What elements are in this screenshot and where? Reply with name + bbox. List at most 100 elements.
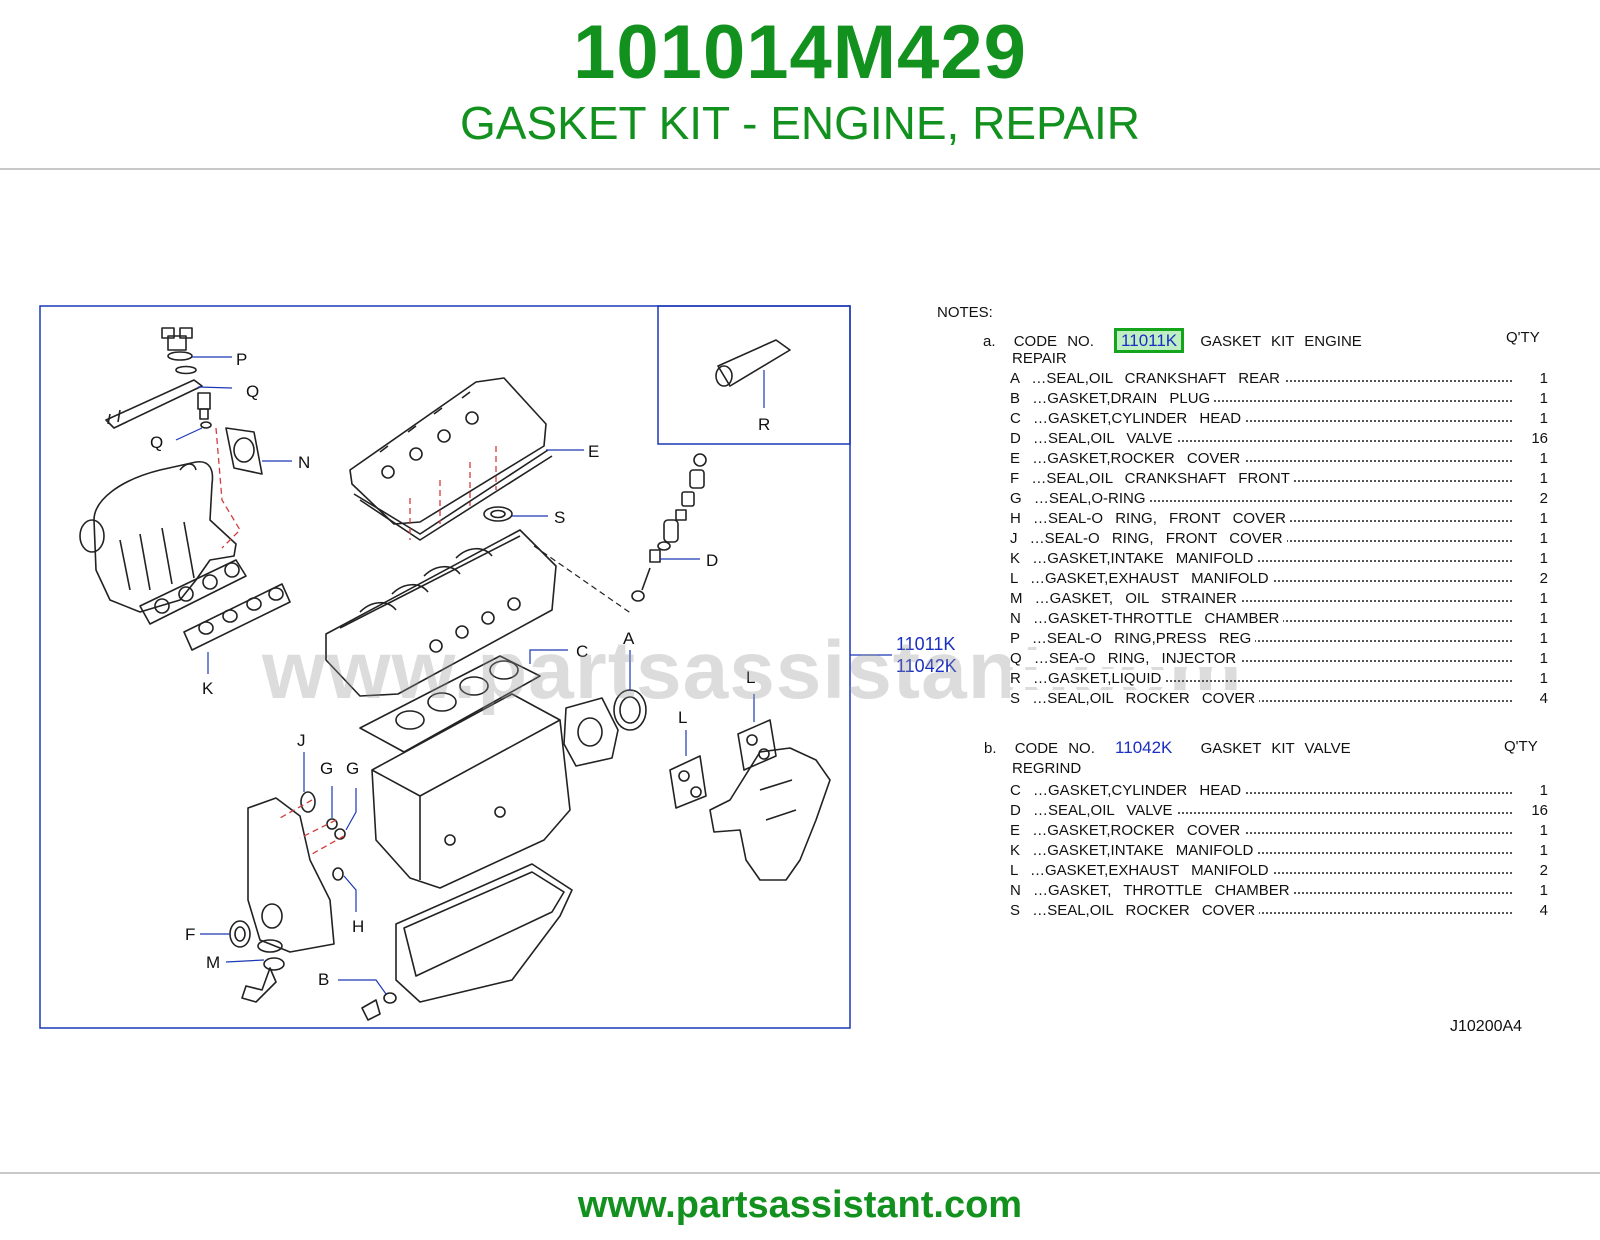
part-description: SEAL,OIL ROCKER COVER xyxy=(1047,690,1256,707)
part-letter: D xyxy=(1010,430,1021,447)
label-l-upper: L xyxy=(746,668,755,687)
part-description: GASKET,LIQUID xyxy=(1048,670,1162,687)
part-liquid-gasket-tube xyxy=(715,339,791,408)
leader-dots xyxy=(1010,600,1512,602)
part-separator: … xyxy=(1031,630,1047,647)
part-separator: … xyxy=(1032,842,1048,859)
part-letter: A xyxy=(1010,370,1020,387)
label-p: P xyxy=(236,350,247,369)
page-title: GASKET KIT - ENGINE, REPAIR xyxy=(460,97,1140,149)
part-cylinder-block xyxy=(371,693,571,889)
label-l-lower: L xyxy=(678,708,687,727)
leader-dots xyxy=(1010,500,1512,502)
part-exhaust-gasket xyxy=(669,694,777,809)
part-quantity: 16 xyxy=(1531,802,1548,819)
kit-a-name: GASKET KIT ENGINE xyxy=(1200,333,1362,350)
part-separator: … xyxy=(1033,490,1049,507)
part-separator: … xyxy=(1033,882,1049,899)
label-f: F xyxy=(185,925,195,944)
part-letter: C xyxy=(1010,782,1021,799)
kit-b-code-link[interactable]: 11042K xyxy=(1115,738,1173,757)
part-quantity: 1 xyxy=(1539,782,1548,799)
part-quantity: 2 xyxy=(1539,570,1548,587)
part-separator: … xyxy=(1031,470,1047,487)
part-throttle-gasket xyxy=(225,427,292,475)
part-description: SEAL,OIL VALVE xyxy=(1048,802,1173,819)
ref-link-11011k[interactable]: 11011K xyxy=(896,634,955,654)
part-separator: … xyxy=(1033,670,1049,687)
part-oil-pan xyxy=(395,863,573,1003)
ref-link-11042k[interactable]: 11042K xyxy=(896,656,957,676)
kit-b-name: GASKET KIT VALVE xyxy=(1200,740,1351,757)
part-quantity: 16 xyxy=(1531,430,1548,447)
part-separator: … xyxy=(1033,650,1049,667)
part-fuel-rail xyxy=(105,365,233,441)
part-description: SEAL,OIL CRANKSHAFT REAR xyxy=(1046,370,1280,387)
part-pressure-regulator xyxy=(161,327,232,361)
part-description: SEA-O RING, INJECTOR xyxy=(1048,650,1237,667)
part-valve-stem-seal xyxy=(631,453,707,602)
kit-a-prefix: a. xyxy=(983,333,996,350)
part-description: SEAL,OIL CRANKSHAFT FRONT xyxy=(1046,470,1290,487)
part-quantity: 1 xyxy=(1539,630,1548,647)
leader-dots xyxy=(1010,660,1512,662)
part-letter: G xyxy=(1010,490,1022,507)
part-description: GASKET,DRAIN PLUG xyxy=(1047,390,1211,407)
leader-dots xyxy=(1010,420,1512,422)
part-letter: S xyxy=(1010,902,1021,919)
part-letter: M xyxy=(1010,590,1023,607)
label-r: R xyxy=(758,415,770,434)
part-letter: J xyxy=(1010,530,1018,547)
part-letter: E xyxy=(1010,822,1021,839)
part-intake-gasket xyxy=(183,583,291,674)
leader-dots xyxy=(1010,700,1512,702)
part-quantity: 1 xyxy=(1539,530,1548,547)
kit-b-qty-header: Q'TY xyxy=(1504,738,1538,755)
part-separator: … xyxy=(1029,570,1045,587)
part-quantity: 1 xyxy=(1539,390,1548,407)
part-description: GASKET,CYLINDER HEAD xyxy=(1048,410,1242,427)
part-letter: K xyxy=(1010,842,1021,859)
footer-url-link[interactable]: www.partsassistant.com xyxy=(577,1184,1023,1226)
part-description: GASKET,EXHAUST MANIFOLD xyxy=(1044,570,1269,587)
part-intake-manifold xyxy=(79,460,247,625)
part-quantity: 2 xyxy=(1539,490,1548,507)
label-d: D xyxy=(706,551,718,570)
part-quantity: 1 xyxy=(1539,670,1548,687)
part-quantity: 1 xyxy=(1539,882,1548,899)
kit-a-code-link[interactable]: 11011K xyxy=(1114,328,1185,353)
label-j: J xyxy=(297,731,306,750)
part-quantity: 1 xyxy=(1539,450,1548,467)
leader-dots xyxy=(1010,852,1512,854)
kit-a-header: a. CODE NO. 11011K GASKET KIT ENGINE xyxy=(983,328,1362,353)
label-k: K xyxy=(202,679,214,698)
part-letter: L xyxy=(1010,862,1018,879)
part-separator: … xyxy=(1033,610,1049,627)
part-description: GASKET,EXHAUST MANIFOLD xyxy=(1044,862,1269,879)
part-front-seal xyxy=(200,920,251,948)
part-description: GASKET,CYLINDER HEAD xyxy=(1048,782,1242,799)
kit-a-qty-header: Q'TY xyxy=(1506,329,1540,346)
part-letter: C xyxy=(1010,410,1021,427)
part-drain-plug xyxy=(338,979,397,1021)
part-separator: … xyxy=(1032,450,1048,467)
label-c: C xyxy=(576,642,588,661)
kit-b-name-cont: REGRIND xyxy=(1012,760,1082,777)
part-quantity: 1 xyxy=(1539,590,1548,607)
leader-dots xyxy=(1010,812,1512,814)
leader-dots xyxy=(1010,440,1512,442)
part-description: SEAL-O RING,PRESS REG xyxy=(1046,630,1252,647)
part-description: GASKET,ROCKER COVER xyxy=(1047,450,1241,467)
part-letter: B xyxy=(1010,390,1021,407)
label-s: S xyxy=(554,508,565,527)
